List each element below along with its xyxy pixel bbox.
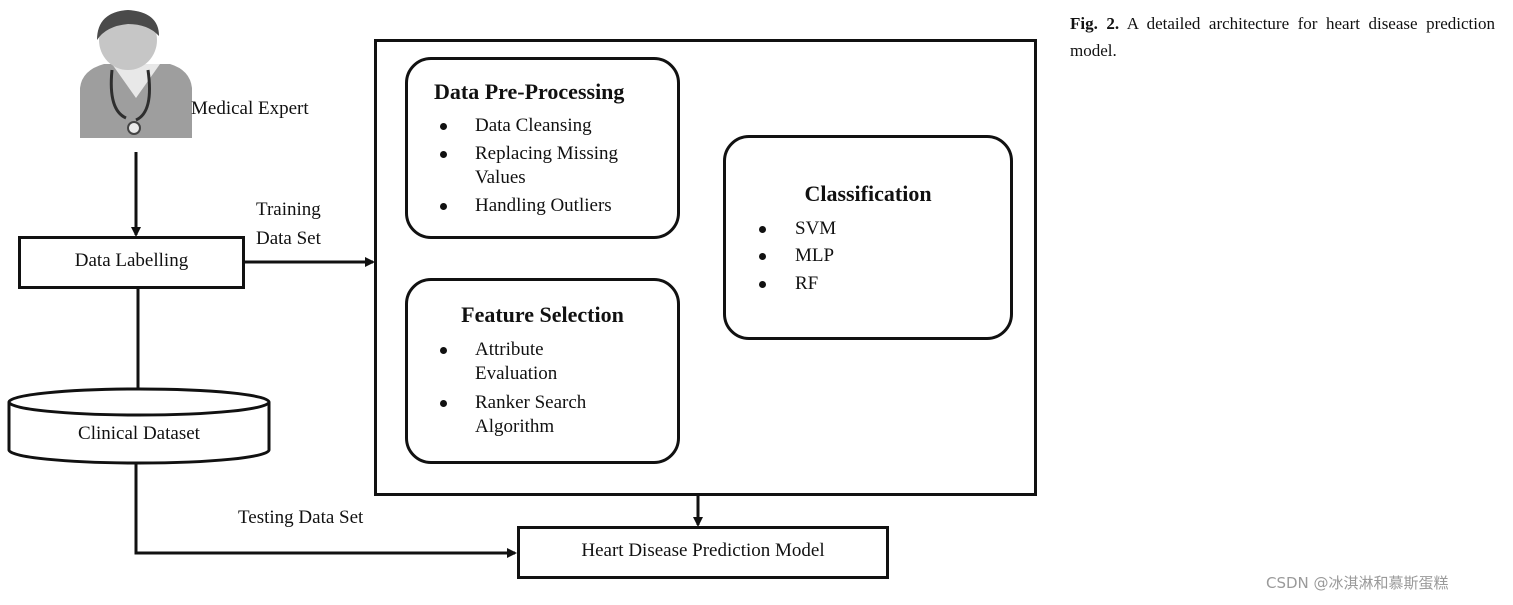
feature-selection-item: Ranker Search [475,392,587,413]
bullet-icon [759,281,766,288]
figure-caption-text: A detailed architecture for heart diseas… [1070,14,1495,60]
preprocessing-title: Data Pre-Processing [434,79,625,104]
data-labelling-label: Data Labelling [74,250,189,271]
bullet-icon [440,203,447,210]
training-label-line2: Data Set [256,228,321,249]
bullet-icon [440,123,447,130]
preprocessing-item: Replacing Missing [475,143,619,164]
prediction-model-label: Heart Disease Prediction Model [581,540,825,561]
prediction-model-box: Heart Disease Prediction Model [517,526,889,579]
testing-label: Testing Data Set [238,507,364,528]
classification-box: Classification SVM MLP RF [723,135,1013,340]
feature-selection-item: Algorithm [475,416,555,437]
clinical-dataset-label: Clinical Dataset [78,423,200,444]
feature-selection-title: Feature Selection [461,302,624,327]
preprocessing-box: Data Pre-Processing Data Cleansing Repla… [405,57,680,239]
watermark: CSDN @冰淇淋和慕斯蛋糕 [1266,574,1449,592]
medical-expert-icon [80,10,192,138]
feature-selection-item: Attribute [475,339,544,360]
figure-caption: Fig. 2. A detailed architecture for hear… [1070,10,1495,64]
training-label-line1: Training [256,199,321,220]
classification-item: MLP [795,245,835,266]
bullet-icon [440,347,447,354]
feature-selection-box: Feature Selection Attribute Evaluation R… [405,278,680,464]
bullet-icon [759,226,766,233]
bullet-icon [440,400,447,407]
preprocessing-item: Data Cleansing [475,115,592,136]
data-labelling-box: Data Labelling [18,236,245,289]
medical-expert-label: Medical Expert [191,98,309,119]
bullet-icon [759,253,766,260]
preprocessing-item: Handling Outliers [475,195,612,216]
classification-title: Classification [804,181,932,206]
feature-selection-item: Evaluation [475,363,558,384]
clinical-dataset-cylinder [7,387,271,465]
figure-label: Fig. 2. [1070,14,1120,33]
preprocessing-item: Values [475,167,526,188]
bullet-icon [440,151,447,158]
classification-item: RF [795,273,819,294]
arrow-testing-set [134,462,517,558]
classification-item: SVM [795,218,837,239]
